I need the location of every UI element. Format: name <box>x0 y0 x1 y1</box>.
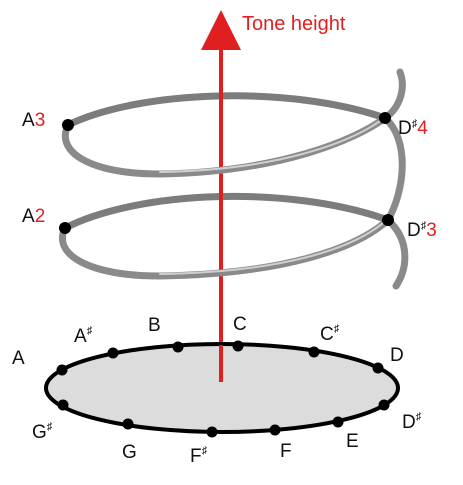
chroma-dot-ds <box>378 399 390 411</box>
helix-dot-ds3 <box>382 214 394 226</box>
chroma-label-fs: F♯ <box>190 445 208 467</box>
chroma-label-cs: C♯ <box>320 323 340 345</box>
chroma-labels: A A♯ B C C♯ D D♯ E F F♯ G G♯ <box>12 314 422 467</box>
helix-back-lower <box>61 192 392 232</box>
chroma-dots <box>56 340 390 438</box>
helix-top-tail <box>381 68 406 122</box>
helix-back <box>61 92 392 232</box>
helix-front-upper <box>61 114 389 178</box>
helix-front-connector <box>381 114 406 224</box>
helix-back-upper <box>64 92 389 129</box>
helix-label-ds4: D♯4 <box>398 118 428 139</box>
tone-height-label: Tone height <box>242 13 346 35</box>
chroma-label-g: G <box>122 442 137 463</box>
chroma-dot-gs <box>57 399 69 411</box>
helix-front-lower-sheen <box>159 222 384 275</box>
chroma-label-as: A♯ <box>74 325 93 347</box>
chroma-label-c: C <box>233 314 247 335</box>
chroma-dot-a <box>56 364 68 376</box>
chroma-dot-f <box>269 424 281 436</box>
chroma-label-ds: D♯ <box>402 411 422 433</box>
chroma-dot-cs <box>308 346 320 358</box>
helix-dots <box>59 112 394 234</box>
chroma-dot-as <box>107 347 119 359</box>
chroma-disc <box>44 342 400 434</box>
helix-dot-a2 <box>59 222 71 234</box>
chroma-dot-b <box>172 341 184 353</box>
helix-label-a2: A2 <box>22 206 45 227</box>
chroma-label-gs: G♯ <box>32 421 53 443</box>
chroma-label-d: D <box>390 345 404 366</box>
helix-label-ds3: D♯3 <box>407 220 437 241</box>
chroma-dot-c <box>232 340 244 352</box>
helix-dot-ds4 <box>379 112 391 124</box>
chroma-label-b: B <box>148 315 161 336</box>
helix-front <box>59 68 409 290</box>
helix-dot-a3 <box>62 119 74 131</box>
helix-front-upper-sheen <box>159 120 381 173</box>
chroma-dot-d <box>372 362 384 374</box>
chroma-dot-g <box>122 418 134 430</box>
helix-labels: A3 D♯4 A2 D♯3 <box>22 110 437 241</box>
chroma-dot-e <box>332 416 344 428</box>
chroma-label-e: E <box>346 431 359 452</box>
helix-label-a3: A3 <box>22 110 45 131</box>
chroma-dot-fs <box>206 426 218 438</box>
chroma-label-a: A <box>12 348 25 369</box>
helix-bottom-tail <box>384 216 409 290</box>
chroma-label-f: F <box>280 441 292 462</box>
